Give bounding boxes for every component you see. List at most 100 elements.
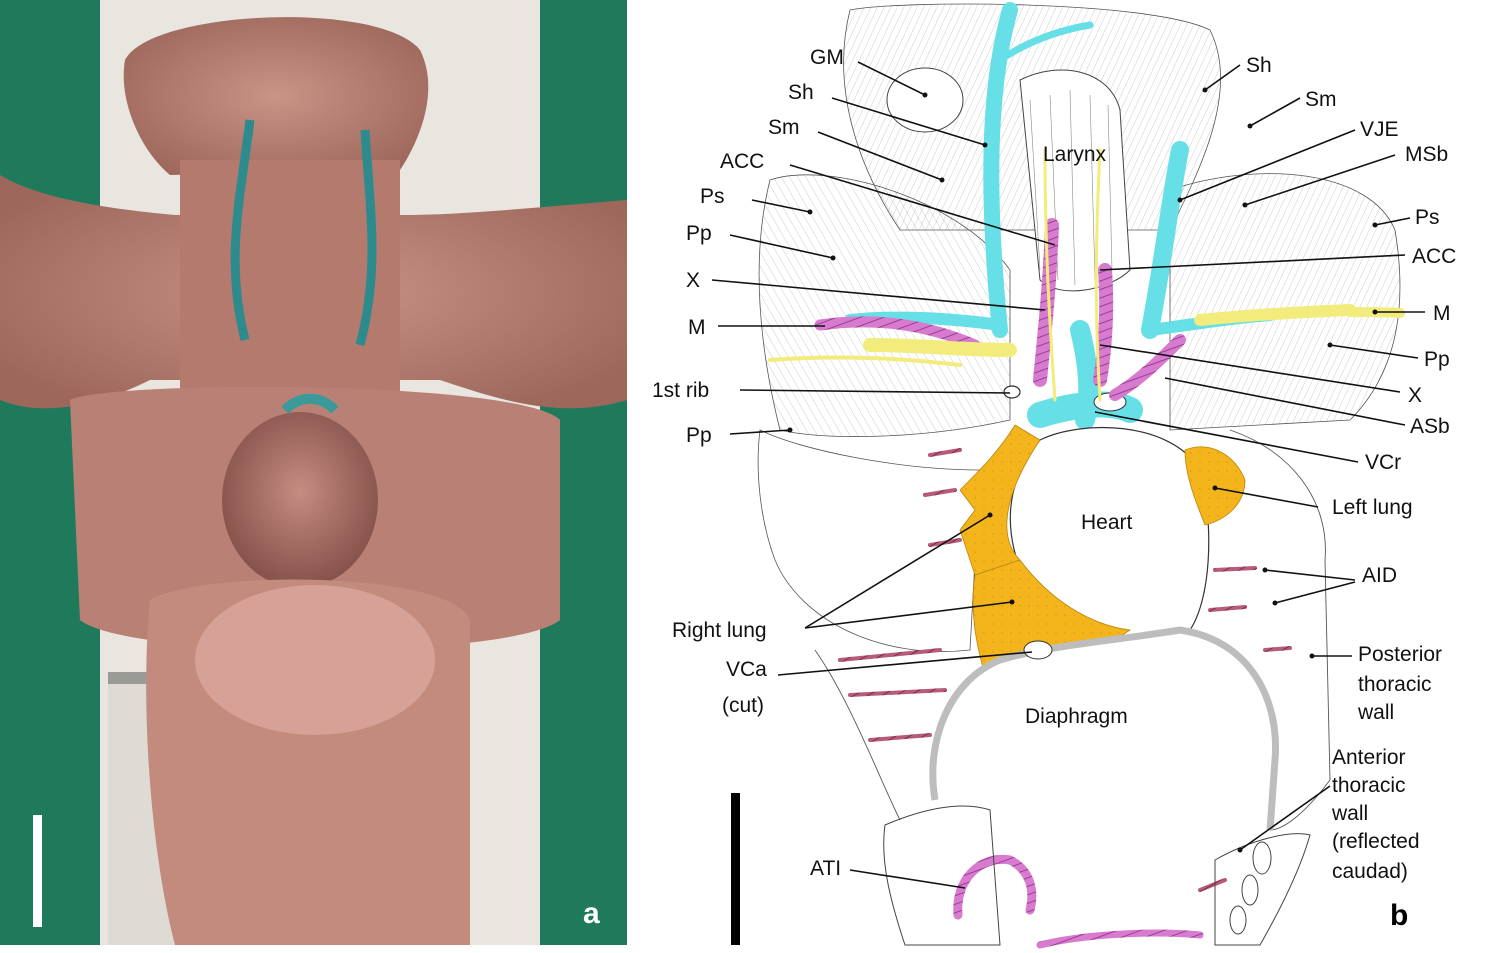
leader-sm-right: [1249, 97, 1301, 127]
nerve-plexus-left: [863, 338, 1017, 357]
nerve-plexus-left-2: [768, 355, 962, 367]
label-aid: AID: [1362, 564, 1397, 587]
label-anterior-5: caudad): [1332, 860, 1408, 883]
label-first-rib: 1st rib: [652, 379, 709, 402]
leader-ps-right: [1374, 217, 1411, 226]
leader-asb: [1164, 377, 1406, 426]
artery-acc-right: [1093, 263, 1114, 387]
anterior-wall-right: [1214, 833, 1311, 946]
leader-pp-left-upper: [729, 234, 834, 259]
left-lower-wall: [814, 649, 901, 821]
label-heart: Heart: [1081, 511, 1133, 534]
diagram-labels: GM Sh Sm ACC Ps Pp X M 1st rib Pp Larynx…: [652, 46, 1456, 883]
dot-left-lung: [1212, 485, 1218, 491]
vein-stained-left: [230, 119, 255, 342]
label-pp-left-upper: Pp: [686, 222, 712, 245]
dot-pp-left-lower: [787, 427, 793, 433]
dot-sm-right: [1247, 123, 1253, 129]
artery-ati: [953, 854, 1037, 920]
gland-gm: [886, 67, 964, 133]
dot-vje: [1177, 197, 1183, 203]
sternum-segment-2: [1241, 874, 1259, 906]
label-posterior-1: Posterior: [1358, 643, 1442, 666]
label-x-left: X: [686, 269, 700, 292]
leader-vje: [1179, 129, 1356, 201]
intercostal-9: [1263, 646, 1292, 652]
vein-stained-cr: [281, 393, 339, 414]
scale-bar-b: [731, 793, 740, 945]
label-gm: GM: [810, 46, 844, 69]
larynx-fibers: [1029, 89, 1113, 286]
intercostal-7: [1213, 566, 1257, 572]
vein-branch-upper: [996, 21, 1094, 64]
intercostal-5: [848, 688, 947, 697]
vein-jugular-right: [1141, 141, 1189, 339]
label-right-lung: Right lung: [672, 619, 767, 642]
label-larynx: Larynx: [1043, 143, 1107, 166]
dot-ps-left: [807, 209, 813, 215]
heart-photo: [222, 412, 378, 588]
leader-vcr: [1094, 411, 1359, 463]
label-anterior-2: thoracic: [1332, 774, 1406, 797]
dot-anterior: [1237, 847, 1243, 853]
dot-right-lung-2: [1009, 599, 1015, 605]
label-diaphragm: Diaphragm: [1025, 705, 1128, 728]
dot-ps-right: [1372, 222, 1378, 228]
dot-posterior: [1309, 653, 1315, 659]
leader-gm: [857, 61, 926, 96]
intercostal-arteries: [838, 448, 1292, 892]
label-acc-right: ACC: [1412, 245, 1456, 268]
left-chest-wall: [757, 429, 981, 652]
leader-left-lung: [1214, 487, 1319, 508]
sternum-segment-1: [1252, 841, 1272, 875]
label-m-left: M: [688, 316, 706, 339]
scale-bar-a: [33, 815, 42, 927]
dot-pp-right: [1327, 342, 1333, 348]
leader-x-left: [711, 279, 1046, 311]
leader-anterior: [1239, 785, 1331, 851]
leader-pp-right: [1329, 344, 1419, 359]
label-asb: ASb: [1410, 415, 1450, 438]
label-pp-right: Pp: [1424, 348, 1450, 371]
label-m-right: M: [1433, 302, 1451, 325]
leader-dots: [787, 87, 1378, 853]
leader-vca: [777, 651, 1033, 676]
panel-letter-a: a: [583, 897, 600, 930]
label-ps-right: Ps: [1415, 206, 1440, 229]
dot-sm-left: [939, 177, 945, 183]
dot-gm: [922, 92, 928, 98]
anterior-wall-left: [883, 805, 1001, 946]
leader-sh-left: [831, 97, 986, 146]
label-posterior-3: wall: [1357, 701, 1394, 724]
label-anterior-1: Anterior: [1332, 746, 1406, 769]
vca-lumen: [1023, 640, 1053, 660]
artery-asb: [1109, 334, 1186, 401]
leader-sm-left: [817, 131, 943, 181]
label-anterior-4: (reflected: [1332, 830, 1420, 853]
leader-x-right: [1099, 344, 1401, 393]
diaphragm-photo: [195, 585, 435, 735]
label-posterior-2: thoracic: [1358, 673, 1432, 696]
intercostal-6: [868, 733, 932, 742]
posterior-thoracic-wall-outline: [1229, 429, 1331, 831]
panel-b-drawing: GM Sh Sm ACC Ps Pp X M 1st rib Pp Larynx…: [652, 2, 1456, 949]
dot-pp-left-upper: [830, 255, 836, 261]
label-vca-1: VCa: [726, 658, 767, 681]
leader-aid-2: [1274, 581, 1356, 604]
label-ati: ATI: [810, 857, 841, 880]
leader-right-lung-2: [804, 601, 1013, 629]
label-anterior-3: wall: [1331, 802, 1368, 825]
intercostal-8: [1208, 605, 1247, 612]
leader-ati: [849, 869, 966, 889]
label-vca-2: (cut): [722, 694, 764, 717]
leader-acc-left: [789, 164, 1056, 246]
panel-letter-b: b: [1390, 899, 1408, 932]
label-pp-left-lower: Pp: [686, 424, 712, 447]
label-sm-left: Sm: [768, 116, 800, 139]
artery-m-left: [814, 316, 981, 351]
artery-ati-lower: [1036, 929, 1204, 949]
panel-a-photo: a: [0, 0, 627, 945]
dot-aid-1: [1262, 567, 1268, 573]
diaphragm-shape: [929, 626, 1280, 831]
arteries-pink: [814, 218, 1204, 949]
